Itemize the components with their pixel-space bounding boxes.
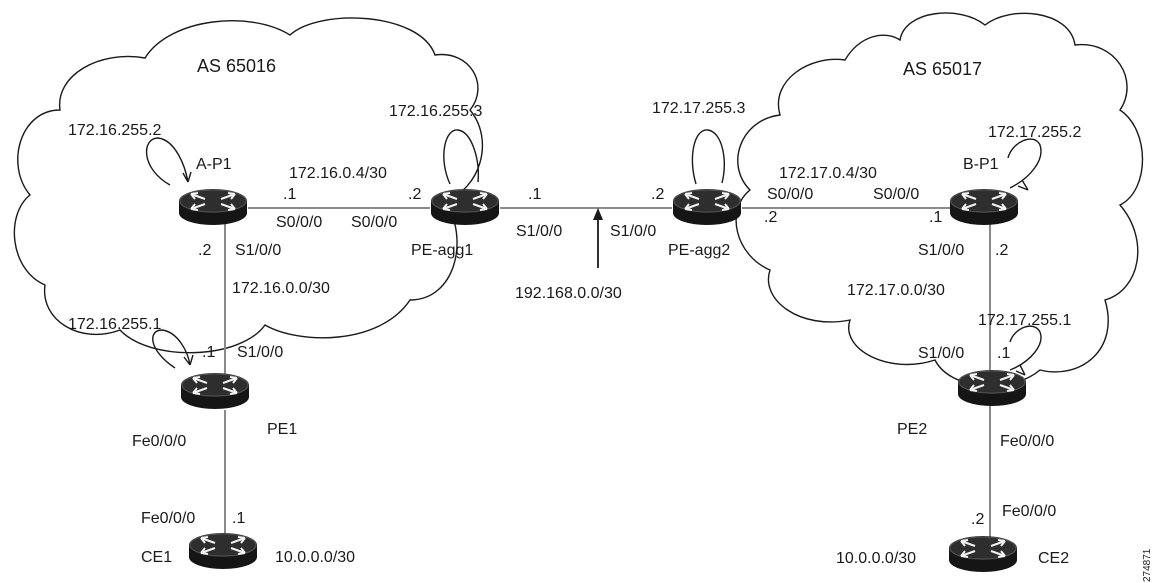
loopback-pe2-loop xyxy=(1009,325,1042,376)
subnet-ap1-pe1: 172.16.0.0/30 xyxy=(232,280,330,297)
figure-id: 274871 xyxy=(1142,548,1153,582)
router-peagg2-name: PE-agg2 xyxy=(668,242,730,259)
iface-peagg2-s000: S0/0/0 xyxy=(767,186,813,203)
iface-pe1-fe000: Fe0/0/0 xyxy=(132,433,186,450)
router-peagg1-name: PE-agg1 xyxy=(411,242,473,259)
iface-peagg2-s100: S1/0/0 xyxy=(610,223,656,240)
as-65017-label: AS 65017 xyxy=(903,59,982,79)
loopback-ap1-label: 172.16.255.2 xyxy=(68,122,162,139)
router-ap1-name: A-P1 xyxy=(196,156,232,173)
host-bp1-left: .1 xyxy=(929,209,942,226)
host-ap1-right: .1 xyxy=(283,186,296,203)
as-65016-cloud xyxy=(13,17,484,354)
subnet-ce2: 10.0.0.0/30 xyxy=(836,550,916,567)
iface-peagg1-s000: S0/0/0 xyxy=(351,214,397,231)
agg-link-arrowhead xyxy=(593,208,603,220)
iface-bp1-s100: S1/0/0 xyxy=(918,242,964,259)
router-peagg2-icon xyxy=(672,188,742,226)
host-pe1-top: .1 xyxy=(202,344,215,361)
loopback-peagg2-label: 172.17.255.3 xyxy=(652,100,746,117)
loopback-ap1-loop xyxy=(145,137,192,186)
host-bp1-bottom: .2 xyxy=(995,242,1008,259)
iface-bp1-s000: S0/0/0 xyxy=(873,186,919,203)
iface-ce1-fe000: Fe0/0/0 xyxy=(141,510,195,527)
host-peagg1-right: .1 xyxy=(528,186,541,203)
host-peagg1-left: .2 xyxy=(408,186,421,203)
loopback-pe1-label: 172.16.255.1 xyxy=(68,316,162,333)
subnet-bp1-pe2: 172.17.0.0/30 xyxy=(847,282,945,299)
host-ap1-bottom: .2 xyxy=(198,242,211,259)
router-ce2-name: CE2 xyxy=(1038,550,1069,567)
iface-ce2-fe000: Fe0/0/0 xyxy=(1002,503,1056,520)
as-65016-label: AS 65016 xyxy=(197,56,276,76)
router-ce1-icon xyxy=(188,532,258,570)
router-bp1-icon xyxy=(949,188,1019,226)
host-pe2-top: .1 xyxy=(997,345,1010,362)
loopback-bp1-loop xyxy=(1007,138,1042,191)
router-pe2-name: PE2 xyxy=(897,421,927,438)
iface-pe2-s100: S1/0/0 xyxy=(918,345,964,362)
subnet-agg-link: 192.168.0.0/30 xyxy=(515,285,622,302)
loopback-bp1-label: 172.17.255.2 xyxy=(988,124,1082,141)
router-pe1-icon xyxy=(180,372,250,410)
host-peagg2-right: .2 xyxy=(764,209,777,226)
router-pe1-name: PE1 xyxy=(267,421,297,438)
iface-peagg1-s100: S1/0/0 xyxy=(516,223,562,240)
host-ce1-top: .1 xyxy=(232,510,245,527)
router-peagg1-icon xyxy=(430,188,500,226)
iface-pe2-fe000: Fe0/0/0 xyxy=(1000,433,1054,450)
loopback-peagg2-loop xyxy=(691,129,725,185)
host-peagg2-left: .2 xyxy=(651,186,664,203)
router-bp1-name: B-P1 xyxy=(963,156,999,173)
router-ce1-name: CE1 xyxy=(141,549,172,566)
loopback-pe2-label: 172.17.255.1 xyxy=(978,312,1072,329)
subnet-ap1-peagg1: 172.16.0.4/30 xyxy=(289,165,387,182)
iface-ap1-s100: S1/0/0 xyxy=(235,242,281,259)
iface-ap1-s000: S0/0/0 xyxy=(276,214,322,231)
iface-pe1-s100: S1/0/0 xyxy=(237,344,283,361)
subnet-peagg2-bp1: 172.17.0.4/30 xyxy=(779,165,877,182)
router-ce2-icon xyxy=(948,535,1018,573)
loopback-peagg1-loop xyxy=(443,129,480,185)
router-ap1-icon xyxy=(178,188,248,226)
router-pe2-icon xyxy=(957,369,1027,407)
loopback-peagg1-label: 172.16.255.3 xyxy=(389,103,483,120)
loopback-pe1-loop xyxy=(152,329,194,369)
subnet-ce1: 10.0.0.0/30 xyxy=(275,549,355,566)
host-ce2-top: .2 xyxy=(971,511,984,528)
